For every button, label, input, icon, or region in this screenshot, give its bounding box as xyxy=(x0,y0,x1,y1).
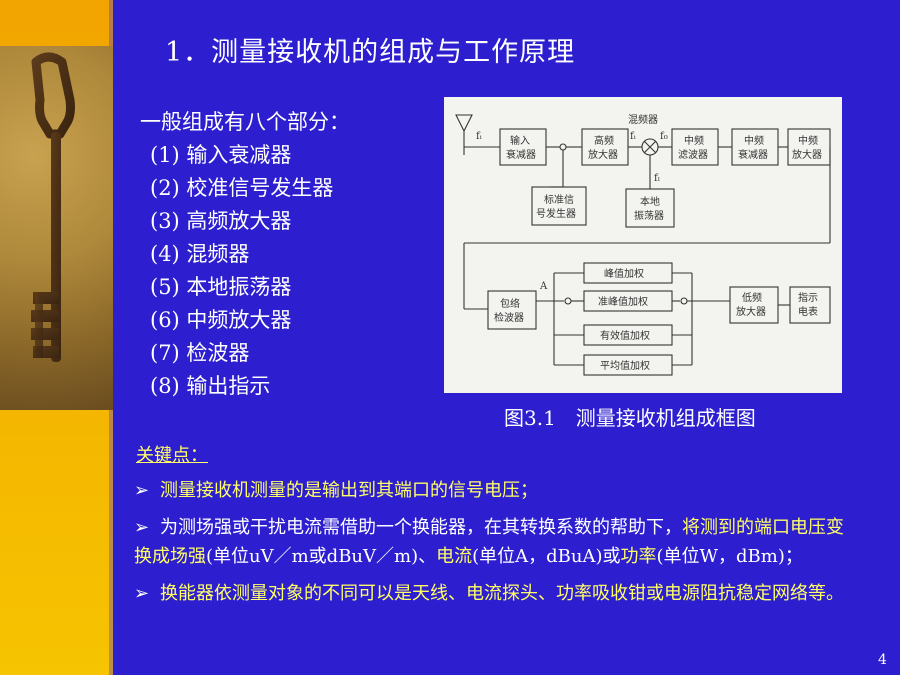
mixer-label: 混频器 xyxy=(628,113,658,126)
component-list: 一般组成有八个部分： (1) 输入衰减器 (2) 校准信号发生器 (3) 高频放… xyxy=(140,106,350,403)
hf-amp-label: 高频 xyxy=(594,134,614,147)
hf-amp-label: 放大器 xyxy=(588,148,618,161)
block-diagram-svg: 混频器 fᵢ fᵢ f₀ fₗ 输入 衰减器 高频 放大器 中频 滤波器 中频 … xyxy=(455,113,831,376)
if-amp-label: 放大器 xyxy=(792,148,822,161)
meter-label: 指示 xyxy=(798,291,818,304)
page-number: 4 xyxy=(878,652,887,668)
input-att-label: 衰减器 xyxy=(506,148,536,161)
bullet-2-text-e: (单位A，dBuA)或 xyxy=(472,546,621,567)
list-item: (7) 检波器 xyxy=(150,341,250,365)
bullet-2-text-g: (单位W，dBm)； xyxy=(656,546,803,567)
bullet-3-text: 换能器依测量对象的不同可以是天线、电流探头、功率吸收钳或电源阻抗稳定网络等。 xyxy=(160,583,844,604)
fl-label: fₗ xyxy=(654,173,660,184)
figure-caption: 图3.1 测量接收机组成框图 xyxy=(504,406,756,430)
slide-title: 1．测量接收机的组成与工作原理 xyxy=(165,37,576,68)
list-intro: 一般组成有八个部分： xyxy=(140,110,350,134)
mixer-cross xyxy=(643,140,657,154)
bullet-2-text-d: 电流 xyxy=(436,546,473,567)
bullet-2-text-f: 功率 xyxy=(620,546,657,567)
bullet-1: ➢ 测量接收机测量的是输出到其端口的信号电压； xyxy=(134,476,854,505)
list-item: (4) 混频器 xyxy=(150,242,250,266)
meter-box xyxy=(789,286,831,324)
list-item: (3) 高频放大器 xyxy=(150,209,292,233)
list-item: (6) 中频放大器 xyxy=(150,308,292,332)
switch-node xyxy=(680,297,688,305)
key-photo xyxy=(0,46,113,410)
bullet-2-text-b: 将测到的端口电压变换成场强 xyxy=(134,517,844,567)
bullet-2-text-c: (单位uV／m或dBuV／m)、 xyxy=(206,546,437,567)
list-item: (5) 本地振荡器 xyxy=(150,275,292,299)
key-icon xyxy=(31,52,75,362)
key-points: ➢ 测量接收机测量的是输出到其端口的信号电压； ➢ 为测场强或干扰电流需借助一个换能… xyxy=(134,476,854,616)
key-points-heading: 关键点： xyxy=(136,445,208,466)
a-label: A xyxy=(539,281,548,292)
f0-label: f₀ xyxy=(660,131,668,142)
rms-label: 有效值加权 xyxy=(600,329,650,342)
local-oscillator-box xyxy=(625,188,675,228)
cal-gen-label: 标准信 xyxy=(544,194,574,206)
switch-node xyxy=(559,143,567,151)
bullet-arrow-icon: ➢ xyxy=(134,583,150,604)
antenna-icon xyxy=(455,114,473,133)
envelope-label: 检波器 xyxy=(494,311,524,324)
cal-gen-label: 号发生器 xyxy=(536,207,576,220)
average-label: 平均值加权 xyxy=(600,359,650,372)
block-diagram: 混频器 fᵢ fᵢ f₀ fₗ 输入 衰减器 高频 放大器 中频 滤波器 中频 … xyxy=(444,97,842,393)
if-att-label: 中频 xyxy=(744,134,764,147)
fi-label: fᵢ xyxy=(476,131,482,142)
lf-amp-label: 低频 xyxy=(742,291,762,304)
bullet-1-text: 测量接收机测量的是输出到其端口的信号电压； xyxy=(160,480,538,501)
meter-label: 电表 xyxy=(798,305,818,318)
bullet-arrow-icon: ➢ xyxy=(134,480,150,501)
fi-label: fᵢ xyxy=(630,131,636,142)
switch-node xyxy=(564,297,572,305)
quasi-peak-label: 准峰值加权 xyxy=(598,295,648,308)
if-filter-label: 中频 xyxy=(684,134,704,147)
calibration-generator-box xyxy=(531,186,587,226)
bullet-2-text-a: 为测场强或干扰电流需借助一个换能器，在其转换系数的帮助下， xyxy=(160,517,682,538)
lo-label: 振荡器 xyxy=(634,209,664,222)
bullet-arrow-icon: ➢ xyxy=(134,517,150,538)
if-amp-label: 中频 xyxy=(798,134,818,147)
lo-label: 本地 xyxy=(640,195,660,208)
envelope-detector-box xyxy=(487,290,537,330)
lf-amp-label: 放大器 xyxy=(736,305,766,318)
if-filter-label: 滤波器 xyxy=(678,148,708,161)
list-item: (1) 输入衰减器 xyxy=(150,143,292,167)
bullet-3: ➢ 换能器依测量对象的不同可以是天线、电流探头、功率吸收钳或电源阻抗稳定网络等。 xyxy=(134,579,854,608)
list-item: (2) 校准信号发生器 xyxy=(150,176,334,200)
bullet-2: ➢ 为测场强或干扰电流需借助一个换能器，在其转换系数的帮助下，将测到的端口电压变换… xyxy=(134,513,854,571)
input-att-label: 输入 xyxy=(510,134,530,147)
peak-label: 峰值加权 xyxy=(604,267,644,280)
list-item: (8) 输出指示 xyxy=(150,374,271,398)
envelope-label: 包络 xyxy=(500,297,520,310)
if-att-label: 衰减器 xyxy=(738,148,768,161)
